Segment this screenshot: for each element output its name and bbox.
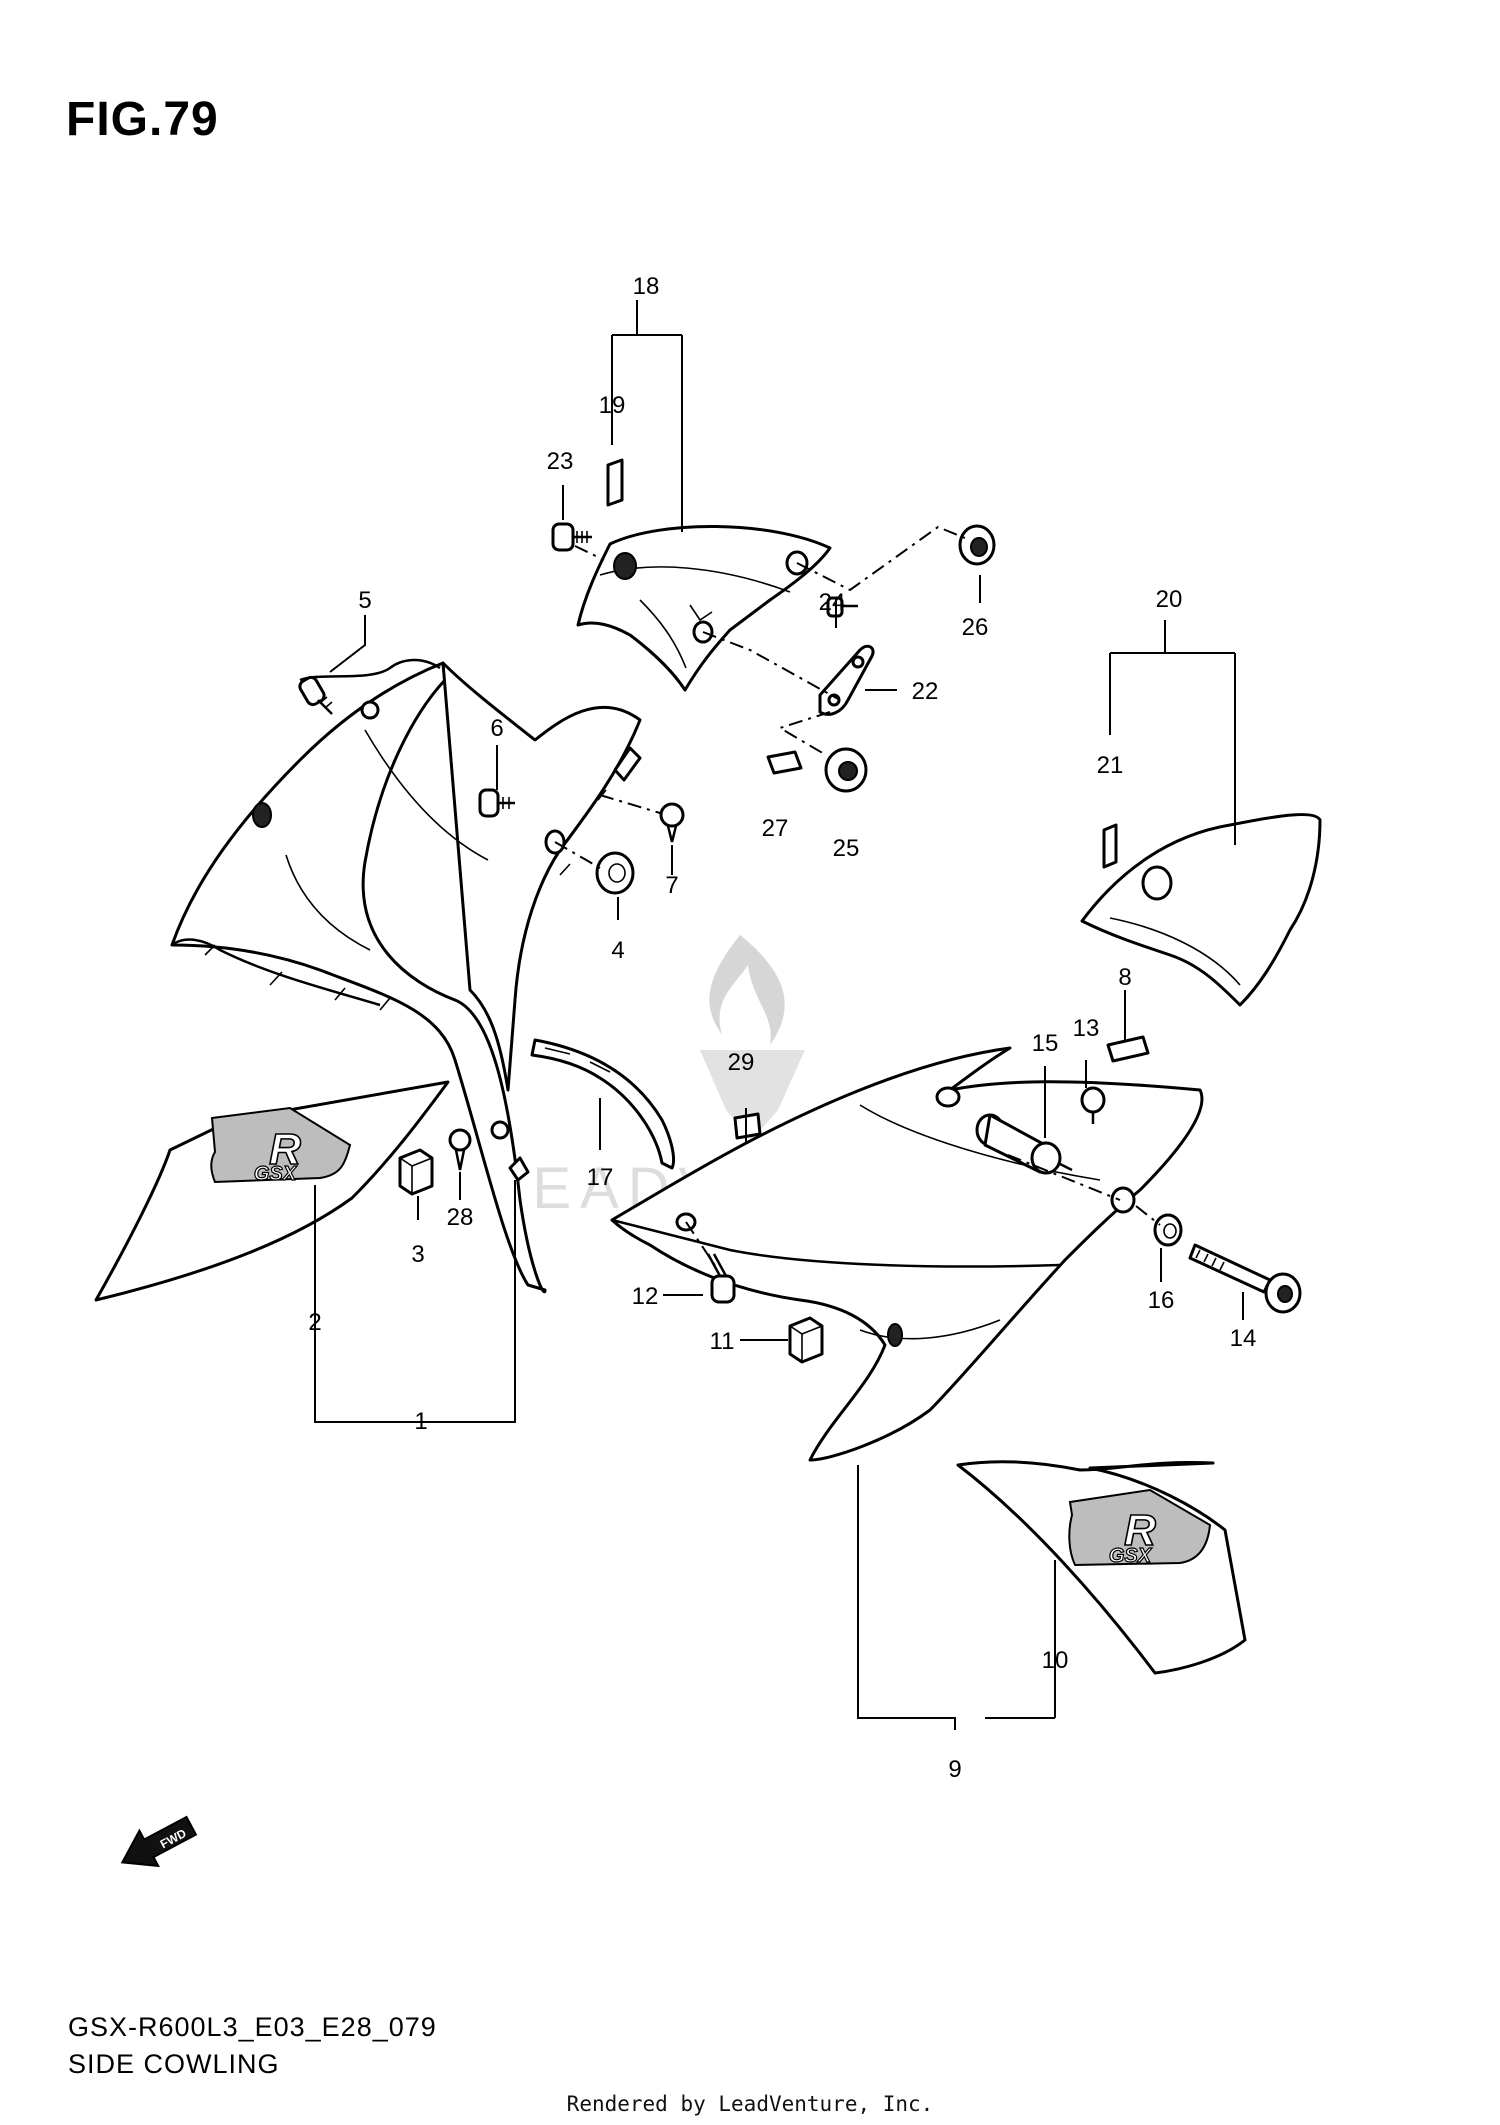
part-5-screw (298, 675, 333, 715)
part-9-side-cowling-right (610, 1046, 1204, 1462)
decal-10-logo-r: R (1124, 1506, 1156, 1555)
model-code: GSX-R600L3_E03_E28_079 (68, 2012, 437, 2042)
callout-28: 28 (447, 1204, 474, 1231)
part-13-clip (1080, 1086, 1106, 1124)
part-3-nut (398, 1148, 434, 1196)
part-16-grommet (1153, 1213, 1183, 1247)
callout-17: 17 (587, 1164, 614, 1191)
callout-12: 12 (632, 1283, 659, 1310)
callout-14: 14 (1230, 1325, 1257, 1352)
callout-27: 27 (762, 815, 789, 842)
callout-22: 22 (912, 678, 939, 705)
callout-2: 2 (308, 1309, 321, 1336)
callout-11: 11 (710, 1328, 735, 1355)
callout-15: 15 (1032, 1030, 1059, 1057)
callout-7: 7 (665, 872, 678, 899)
part-20-panel (1080, 813, 1322, 1007)
part-27-pad (766, 750, 803, 775)
callout-29: 29 (728, 1049, 755, 1076)
part-29-pad (733, 1112, 762, 1140)
figure-title: FIG.79 (66, 93, 219, 146)
part-1-side-cowling-left (170, 658, 642, 1294)
part-12-screw (706, 1253, 736, 1304)
rendered-by-footer: Rendered by LeadVenture, Inc. (566, 2092, 934, 2116)
part-18-inner-cover (576, 525, 832, 692)
part-17-trim (530, 1038, 676, 1170)
callout-6: 6 (490, 715, 503, 742)
callout-13: 13 (1073, 1015, 1100, 1042)
part-23-screw (551, 522, 592, 552)
callout-26: 26 (962, 614, 989, 641)
callout-24: 24 (819, 589, 846, 616)
fwd-arrow-icon: FWD (120, 1815, 198, 1868)
part-10-decal: R GSX (956, 1460, 1247, 1675)
callout-21: 21 (1097, 752, 1124, 779)
part-8-pad (1106, 1035, 1150, 1063)
callout-numbers: 1 2 3 4 5 6 7 8 9 10 11 12 13 14 15 16 1… (308, 273, 1256, 1783)
decal-2-logo-gsx: GSX (254, 1163, 298, 1185)
callout-10: 10 (1042, 1647, 1069, 1674)
decal-10-logo-gsx: GSX (1109, 1545, 1153, 1567)
watermark-shield-icon (700, 1050, 805, 1140)
callout-5: 5 (358, 587, 371, 614)
watermark-flame-icon (709, 935, 785, 1045)
part-4-grommet (595, 851, 635, 895)
decal-2-logo-r: R (269, 1125, 301, 1174)
assembly-dash-lines (554, 525, 1161, 1271)
part-7-clip (659, 802, 685, 843)
part-25-grommet (824, 747, 868, 793)
part-26-grommet (958, 524, 996, 566)
callout-16: 16 (1148, 1287, 1175, 1314)
part-21-label (1102, 823, 1118, 869)
part-2-decal: R GSX (94, 1080, 450, 1302)
callout-8: 8 (1118, 964, 1131, 991)
part-14-bolt (1188, 1243, 1302, 1314)
callout-19: 19 (599, 392, 626, 419)
leader-lines (314, 300, 1244, 1730)
callout-4: 4 (611, 937, 624, 964)
part-11-nut (788, 1316, 824, 1364)
callout-25: 25 (833, 835, 860, 862)
callout-20: 20 (1156, 586, 1183, 613)
diagram-name: SIDE COWLING (68, 2049, 280, 2079)
callout-9: 9 (948, 1756, 961, 1783)
callout-18: 18 (633, 273, 660, 300)
callout-3: 3 (411, 1241, 424, 1268)
part-22-bracket (818, 644, 875, 716)
part-28-clip (448, 1128, 472, 1171)
part-19-label (606, 458, 624, 507)
part-15-spacer (975, 1113, 1073, 1175)
callout-1: 1 (414, 1408, 427, 1435)
part-6-screw (478, 788, 515, 818)
callout-23: 23 (547, 448, 574, 475)
